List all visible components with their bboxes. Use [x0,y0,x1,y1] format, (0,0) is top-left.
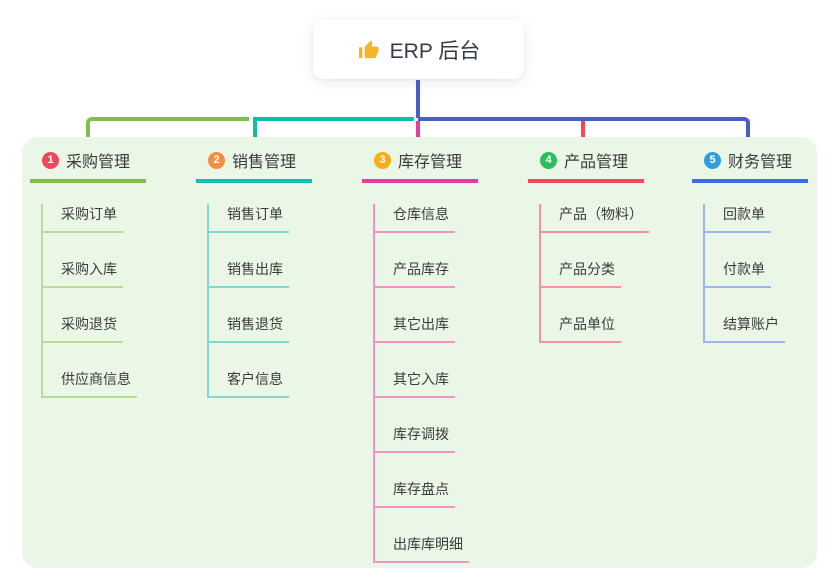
child-node[interactable]: 仓库信息 [375,204,455,233]
branch-number-badge: 2 [208,151,225,169]
child-node-label: 产品（物料） [559,206,643,222]
child-node[interactable]: 销售订单 [209,204,289,233]
root-node[interactable]: ERP 后台 [313,20,524,79]
child-node-label: 产品分类 [559,261,615,277]
connector-branch-3 [416,121,420,146]
child-node-label: 回款单 [723,206,765,222]
child-node-label: 产品库存 [393,261,449,277]
child-node-label: 供应商信息 [61,371,131,387]
child-node[interactable]: 回款单 [705,204,771,233]
child-node[interactable]: 产品单位 [541,314,621,343]
child-node-label: 采购订单 [61,206,117,222]
branch-sales: 2 销售管理 销售订单 销售出库 销售退货 客户信息 [196,148,312,398]
branch-children: 产品（物料） 产品分类 产品单位 [539,204,649,343]
child-node[interactable]: 产品库存 [375,259,455,288]
trunk-connector [416,80,420,118]
child-node[interactable]: 供应商信息 [43,369,137,398]
root-node-label: ERP 后台 [389,39,481,63]
branch-finance: 5 财务管理 回款单 付款单 结算账户 [692,148,808,343]
child-node-label: 付款单 [723,261,765,277]
child-node[interactable]: 销售出库 [209,259,289,288]
branch-children: 仓库信息 产品库存 其它出库 其它入库 库存调拨 库存盘点 出库库明细 [373,204,469,563]
branch-number-badge: 4 [540,151,557,169]
child-node-label: 结算账户 [723,316,779,332]
child-node-label: 其它出库 [393,316,449,332]
branch-purchase: 1 采购管理 采购订单 采购入库 采购退货 供应商信息 [30,148,146,398]
child-node[interactable]: 采购入库 [43,259,123,288]
branch-number-badge: 5 [704,151,721,169]
child-node[interactable]: 销售退货 [209,314,289,343]
branch-title-label: 销售管理 [232,154,297,171]
branch-number-badge: 1 [42,151,59,169]
branch-children: 销售订单 销售出库 销售退货 客户信息 [207,204,289,398]
child-node-label: 其它入库 [393,371,449,387]
child-node-label: 销售出库 [227,261,283,277]
child-node-label: 采购入库 [61,261,117,277]
child-node[interactable]: 库存盘点 [375,479,455,508]
connector-branch-2 [253,117,414,145]
branch-title-label: 财务管理 [728,154,793,171]
child-node[interactable]: 付款单 [705,259,771,288]
child-node[interactable]: 结算账户 [705,314,785,343]
child-node-label: 客户信息 [227,371,283,387]
child-node-label: 销售退货 [227,316,283,332]
branch-title[interactable]: 3 库存管理 [362,148,478,183]
branch-children: 回款单 付款单 结算账户 [703,204,785,343]
branches-panel: 1 采购管理 采购订单 采购入库 采购退货 供应商信息 2 销售管理 销售订单 … [22,137,817,568]
child-node[interactable]: 其它入库 [375,369,455,398]
branch-title[interactable]: 4 产品管理 [528,148,644,183]
child-node[interactable]: 出库库明细 [375,534,469,563]
child-node[interactable]: 采购订单 [43,204,123,233]
branch-children: 采购订单 采购入库 采购退货 供应商信息 [41,204,137,398]
connector-branch-1 [86,117,249,145]
branch-title-label: 产品管理 [564,154,629,171]
branch-title-label: 采购管理 [66,154,131,171]
branch-inventory: 3 库存管理 仓库信息 产品库存 其它出库 其它入库 库存调拨 库存盘点 出库库… [362,148,478,563]
child-node-label: 产品单位 [559,316,615,332]
child-node[interactable]: 产品分类 [541,259,621,288]
thumbs-up-icon [358,40,379,59]
child-node[interactable]: 其它出库 [375,314,455,343]
child-node-label: 仓库信息 [393,206,449,222]
connector-branch-4 [581,121,585,144]
child-node-label: 出库库明细 [393,536,463,552]
branch-title[interactable]: 1 采购管理 [30,148,146,183]
child-node-label: 销售订单 [227,206,283,222]
child-node-label: 库存调拨 [393,426,449,442]
child-node[interactable]: 客户信息 [209,369,289,398]
child-node[interactable]: 库存调拨 [375,424,455,453]
branch-title[interactable]: 5 财务管理 [692,148,808,183]
branch-title[interactable]: 2 销售管理 [196,148,312,183]
connector-branch-5 [418,117,750,145]
branch-title-label: 库存管理 [398,154,463,171]
child-node-label: 库存盘点 [393,481,449,497]
branch-number-badge: 3 [374,151,391,169]
branch-product: 4 产品管理 产品（物料） 产品分类 产品单位 [528,148,649,343]
child-node-label: 采购退货 [61,316,117,332]
child-node[interactable]: 采购退货 [43,314,123,343]
child-node[interactable]: 产品（物料） [541,204,649,233]
